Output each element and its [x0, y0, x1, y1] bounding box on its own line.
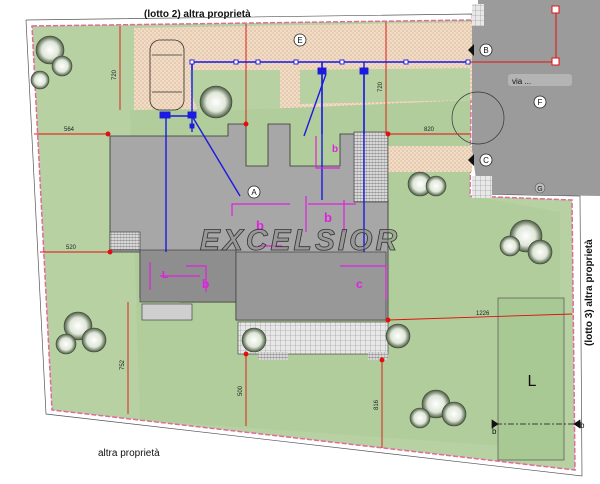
dim-bottom-3: 816 — [374, 399, 380, 410]
room-b-upper: b — [256, 218, 264, 233]
marker-G: G — [534, 182, 546, 194]
driveway-lawn-island-2 — [300, 68, 470, 104]
label-other-property: altra proprietà — [98, 448, 160, 459]
section-b-left: b — [492, 427, 497, 436]
section-b-right: b — [580, 421, 585, 430]
marker-B: B — [468, 43, 493, 57]
dimension-lines — [34, 22, 573, 448]
side-paving — [388, 146, 472, 172]
neighbour-lot-L-label: L — [528, 373, 537, 390]
svg-text:E: E — [297, 36, 302, 45]
neighbour-lot-L — [497, 297, 565, 461]
watermark-excelsior: EXCELSIOR — [200, 224, 400, 257]
section-line-b — [491, 419, 581, 429]
room-b-middle: b — [324, 210, 332, 225]
svg-text:B: B — [483, 46, 488, 55]
room-L: L — [162, 270, 168, 281]
dim-top-vertical: 720 — [112, 69, 118, 80]
dim-top-vertical-2: 720 — [378, 81, 384, 92]
trees — [30, 35, 553, 429]
porch — [141, 303, 193, 321]
marker-C: C — [468, 153, 493, 167]
turning-circle — [451, 91, 505, 145]
marker-F: F — [533, 95, 547, 109]
street-name-text: via ... — [512, 77, 531, 86]
label-lot-3: (lotto 3) altra proprietà — [584, 239, 595, 346]
building-footprint — [109, 123, 389, 321]
svg-text:G: G — [537, 186, 542, 193]
magenta-walls — [149, 136, 387, 300]
svg-text:C: C — [483, 156, 489, 165]
utility-line-red — [470, 5, 560, 66]
marker-A: A — [247, 185, 261, 199]
dim-right: 1226 — [476, 311, 490, 317]
marker-E: E — [293, 33, 307, 47]
road-area — [472, 22, 600, 196]
road-kerb — [472, 4, 484, 26]
road-kerb-bottom — [472, 176, 492, 198]
dim-bottom-2: 500 — [238, 385, 244, 396]
svg-text:A: A — [251, 188, 257, 197]
terrace-step-2 — [368, 352, 388, 360]
road-area-top — [478, 0, 600, 22]
blurred-street-name — [508, 74, 572, 86]
dim-mid-left: 520 — [66, 245, 77, 251]
dim-right-horizontal: 820 — [424, 127, 435, 133]
pipe-nodes — [159, 59, 471, 129]
room-c: c — [356, 277, 363, 291]
dim-bottom-1: 752 — [120, 359, 126, 370]
room-b-lower: b — [202, 277, 209, 291]
label-lot-2: (lotto 2) altra proprietà — [144, 9, 251, 20]
room-b-small: b — [332, 144, 338, 155]
svg-text:F: F — [538, 98, 543, 107]
dim-left-horizontal: 564 — [64, 127, 75, 133]
car-outline — [149, 39, 185, 111]
terrace-step — [258, 352, 288, 360]
